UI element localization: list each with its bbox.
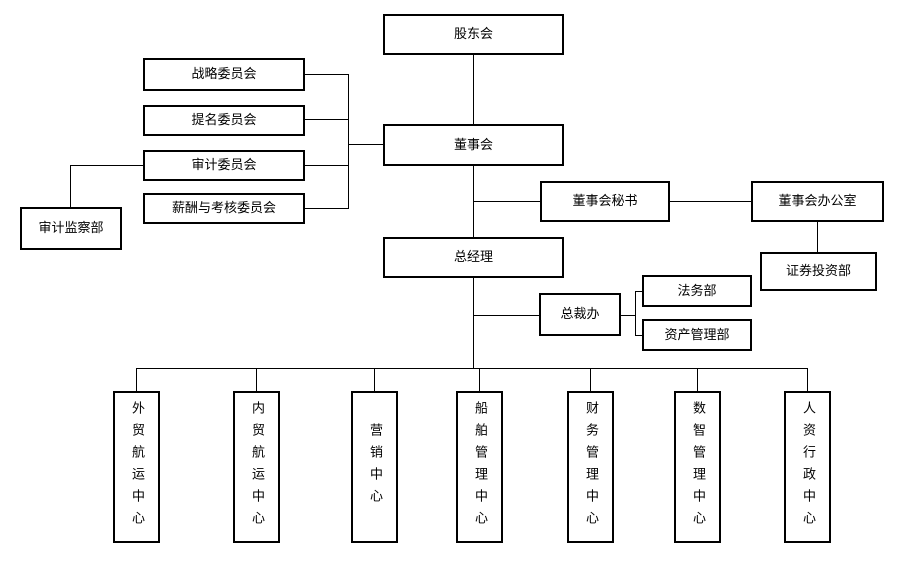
connector-president-office-bracket [621, 315, 635, 316]
org-node-center-marketing: 营销中心 [351, 391, 398, 543]
org-node-center-ship-management: 船舶管理中心 [456, 391, 503, 543]
org-node-asset-management-dept: 资产管理部 [642, 319, 752, 351]
org-node-president-office: 总裁办 [539, 293, 621, 336]
org-node-board-office: 董事会办公室 [751, 181, 884, 222]
org-node-shareholders: 股东会 [383, 14, 564, 55]
connector-asset-stub [635, 335, 642, 336]
org-node-center-hr-admin: 人资行政中心 [784, 391, 831, 543]
org-node-strategy-committee: 战略委员会 [143, 58, 305, 91]
connector-drop-center-4 [479, 368, 480, 391]
org-node-board: 董事会 [383, 124, 564, 166]
connector-remuneration-stub [305, 208, 348, 209]
org-node-audit-committee: 审计委员会 [143, 150, 305, 181]
org-node-nomination-committee: 提名委员会 [143, 105, 305, 136]
connector-secretary-office [670, 201, 751, 202]
connector-distributor [136, 368, 808, 369]
connector-audit-stub [305, 165, 348, 166]
connector-office-securities [817, 222, 818, 252]
connector-audit-supervision-h [70, 165, 143, 166]
org-node-board-secretary: 董事会秘书 [540, 181, 670, 222]
connector-strategy-stub [305, 74, 348, 75]
org-node-center-domestic-trade-shipping: 内贸航运中心 [233, 391, 280, 543]
connector-drop-center-1 [136, 368, 137, 391]
org-node-center-foreign-trade-shipping: 外贸航运中心 [113, 391, 160, 543]
org-node-securities-investment-dept: 证券投资部 [760, 252, 877, 291]
connector-bracket-board [348, 144, 383, 145]
connector-drop-center-3 [374, 368, 375, 391]
connector-drop-center-7 [807, 368, 808, 391]
org-node-center-digital-management: 数智管理中心 [674, 391, 721, 543]
connector-spine-president-office [473, 315, 539, 316]
org-node-center-finance-management: 财务管理中心 [567, 391, 614, 543]
connector-nomination-stub [305, 119, 348, 120]
org-node-audit-supervision-dept: 审计监察部 [20, 207, 122, 250]
connector-legal-stub [635, 291, 642, 292]
connector-audit-supervision-v [70, 165, 71, 207]
connector-drop-center-2 [256, 368, 257, 391]
org-node-general-manager: 总经理 [383, 237, 564, 278]
connector-drop-center-6 [697, 368, 698, 391]
connector-gm-distributor [473, 278, 474, 368]
connector-spine-secretary [473, 201, 540, 202]
connector-drop-center-5 [590, 368, 591, 391]
connector-committee-bracket [348, 74, 349, 209]
org-node-legal-dept: 法务部 [642, 275, 752, 307]
connector-president-office-bracket-v [635, 291, 636, 336]
org-node-remuneration-committee: 薪酬与考核委员会 [143, 193, 305, 224]
connector-shareholders-board [473, 55, 474, 124]
